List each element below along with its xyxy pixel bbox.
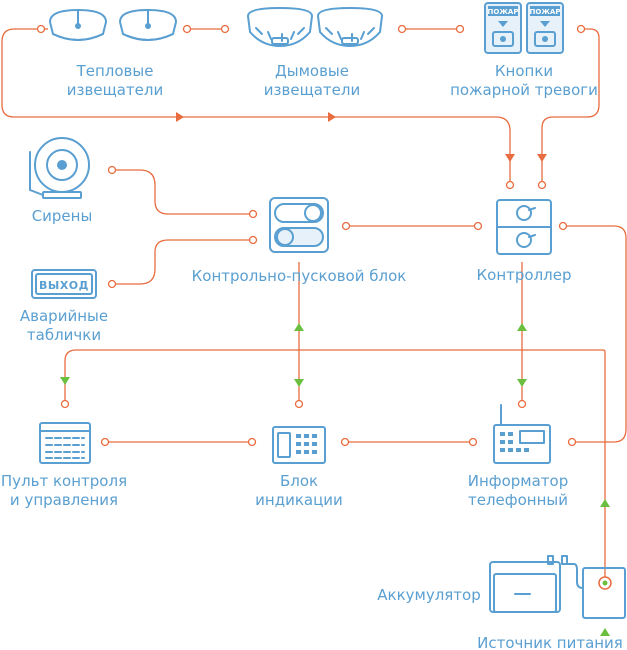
junction-dot [340, 437, 350, 447]
junction-dot [558, 221, 568, 231]
phone-informer-label-line1: Информатор [468, 472, 569, 490]
arrow-up-green [600, 499, 610, 507]
smoke-detectors-label-line1: Дымовые [275, 62, 349, 80]
arrow-down [537, 154, 547, 162]
exit-signs-label-line2: таблички [27, 326, 101, 344]
connector-power-bus [76, 349, 606, 583]
arrow-right [328, 112, 336, 122]
junction-dot [341, 221, 351, 231]
arrow-up-green [294, 323, 304, 331]
alarm-buttons-label-line2: пожарной тревоги [450, 81, 598, 99]
siren-bell-icon [29, 137, 90, 199]
junction-dot [36, 24, 46, 34]
smoke-detector-icon [317, 7, 383, 47]
junction-dot [517, 399, 527, 409]
junction-dot [220, 24, 230, 34]
phone-informer-icon [493, 404, 551, 464]
junction-dot [182, 24, 192, 34]
battery-icon [489, 555, 584, 613]
connector-bus-panel [64, 349, 77, 404]
labels: Тепловые извещатели Дымовые извещатели К… [1, 62, 623, 650]
junction-dot [107, 279, 117, 289]
connector-buttons-controller [541, 28, 600, 185]
flow-arrows [60, 112, 610, 636]
smoke-detectors-label-line2: извещатели [264, 81, 360, 99]
indication-unit-label-line1: Блок [280, 472, 318, 490]
indication-unit-label-line2: индикации [255, 491, 343, 509]
junction-dot [100, 437, 110, 447]
control-panel-icon [39, 422, 91, 464]
arrow-up-green [600, 628, 610, 636]
junction-dot [294, 399, 304, 409]
junction-dot [505, 180, 515, 190]
connector-exit-unit [112, 239, 253, 285]
connector-sirens-unit [112, 169, 253, 215]
arrow-down [505, 154, 515, 162]
sirens-label: Сирены [32, 207, 93, 225]
heat-detectors-label-line1: Тепловые [76, 62, 154, 80]
power-supply-icon [582, 567, 626, 619]
exit-sign-text: ВЫХОД [39, 279, 89, 292]
button-sign-text: ПОЖАР [530, 8, 561, 16]
connection-lines [1, 28, 627, 583]
arrow-right [176, 112, 184, 122]
smoke-detector-icon [247, 7, 313, 47]
arrow-down-green [517, 379, 527, 387]
button-sign-text: ПОЖАР [488, 8, 519, 16]
arrow-down-green [60, 377, 70, 385]
battery-label: Аккумулятор [377, 586, 481, 604]
control-start-unit-label: Контрольно-пусковой блок [192, 267, 407, 285]
fire-alarm-button-icon: ПОЖАР [526, 2, 564, 54]
junction-dot [397, 24, 407, 34]
connector-detector-loop [1, 28, 511, 185]
control-start-unit-icon [269, 197, 329, 253]
arrow-up-green [517, 323, 527, 331]
junction-dot [468, 437, 478, 447]
junction-dot [247, 437, 257, 447]
alarm-buttons-label-line1: Кнопки [495, 62, 553, 80]
junction-dot [576, 24, 586, 34]
junction-dot [455, 24, 465, 34]
controller-label: Контроллер [477, 266, 572, 284]
power-supply-label: Источник питания [477, 634, 623, 650]
control-panel-label-line2: и управления [10, 491, 118, 509]
heat-detector-icon [119, 9, 177, 41]
junction-dot [537, 180, 547, 190]
connector-controller-right-bus [563, 225, 627, 443]
controller-icon [496, 199, 552, 255]
phone-informer-label-line2: телефонный [468, 491, 568, 509]
junction-dots [36, 24, 586, 447]
exit-sign-icon: ВЫХОД [31, 269, 97, 299]
heat-detector-icon [49, 9, 107, 41]
fire-alarm-button-icon: ПОЖАР [484, 2, 522, 54]
junction-dot [248, 235, 258, 245]
arrow-down-green [294, 379, 304, 387]
junction-dot [248, 209, 258, 219]
junction-dot [473, 221, 483, 231]
exit-signs-label-line1: Аварийные [20, 307, 108, 325]
indication-unit-icon [272, 426, 326, 464]
junction-dot [60, 399, 70, 409]
junction-dot [107, 165, 117, 175]
heat-detectors-label-line2: извещатели [67, 81, 163, 99]
control-panel-label-line1: Пульт контроля [1, 472, 127, 490]
junction-dot [567, 437, 577, 447]
